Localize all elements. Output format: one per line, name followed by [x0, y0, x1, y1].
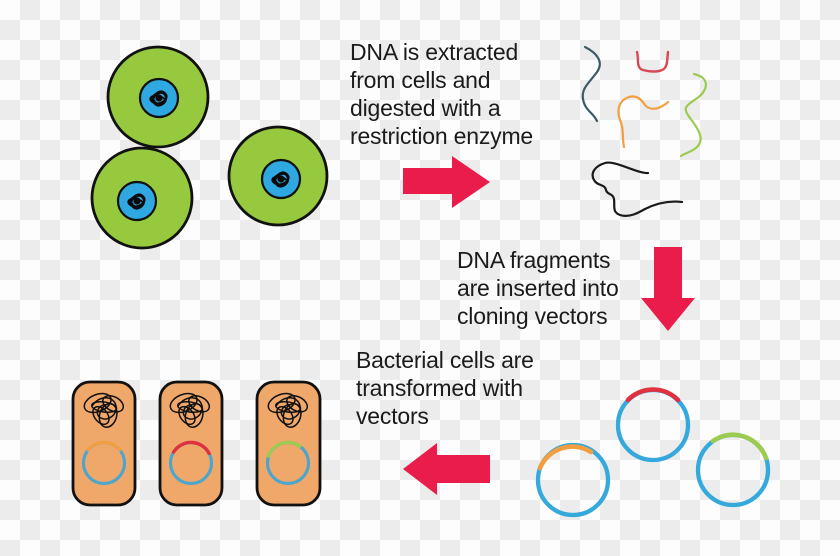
dna-fragment-red	[635, 50, 670, 73]
dna-fragment-black	[591, 161, 684, 217]
parent-cell	[90, 146, 194, 250]
step-caption-transform: Bacterial cells are transformed with vec…	[356, 347, 534, 429]
down-arrow-icon	[641, 247, 695, 331]
dna-fragment-orange	[617, 95, 670, 149]
insert-segment-orange	[537, 444, 594, 471]
left-arrow-icon	[403, 443, 490, 495]
right-arrow-icon	[403, 156, 490, 208]
bacterial-cell	[255, 380, 322, 507]
insert-segment-red	[171, 440, 211, 456]
bacterial-cells-group	[71, 380, 322, 507]
bacterial-cell	[71, 380, 137, 507]
plasmid-vector	[535, 442, 611, 518]
bacterial-cell	[158, 380, 224, 507]
insert-segment-red	[625, 387, 681, 403]
step-caption-extract: DNA is extracted from cells and digested…	[350, 39, 534, 149]
insert-segment-green	[267, 440, 302, 458]
cloning-vectors-group	[535, 387, 771, 518]
dna-fragment-teal	[581, 45, 601, 123]
dna-fragment-green	[679, 72, 707, 158]
plasmid-vector	[695, 432, 771, 508]
parent-cell	[106, 45, 210, 149]
parent-cells-group	[90, 45, 329, 250]
parent-cell	[227, 125, 329, 227]
dna-fragments-group	[581, 45, 707, 217]
step-caption-insert: DNA fragments are inserted into cloning …	[457, 247, 619, 329]
plasmid-vector	[615, 387, 691, 463]
insert-segment-orange	[86, 440, 122, 452]
insert-segment-green	[710, 432, 769, 461]
